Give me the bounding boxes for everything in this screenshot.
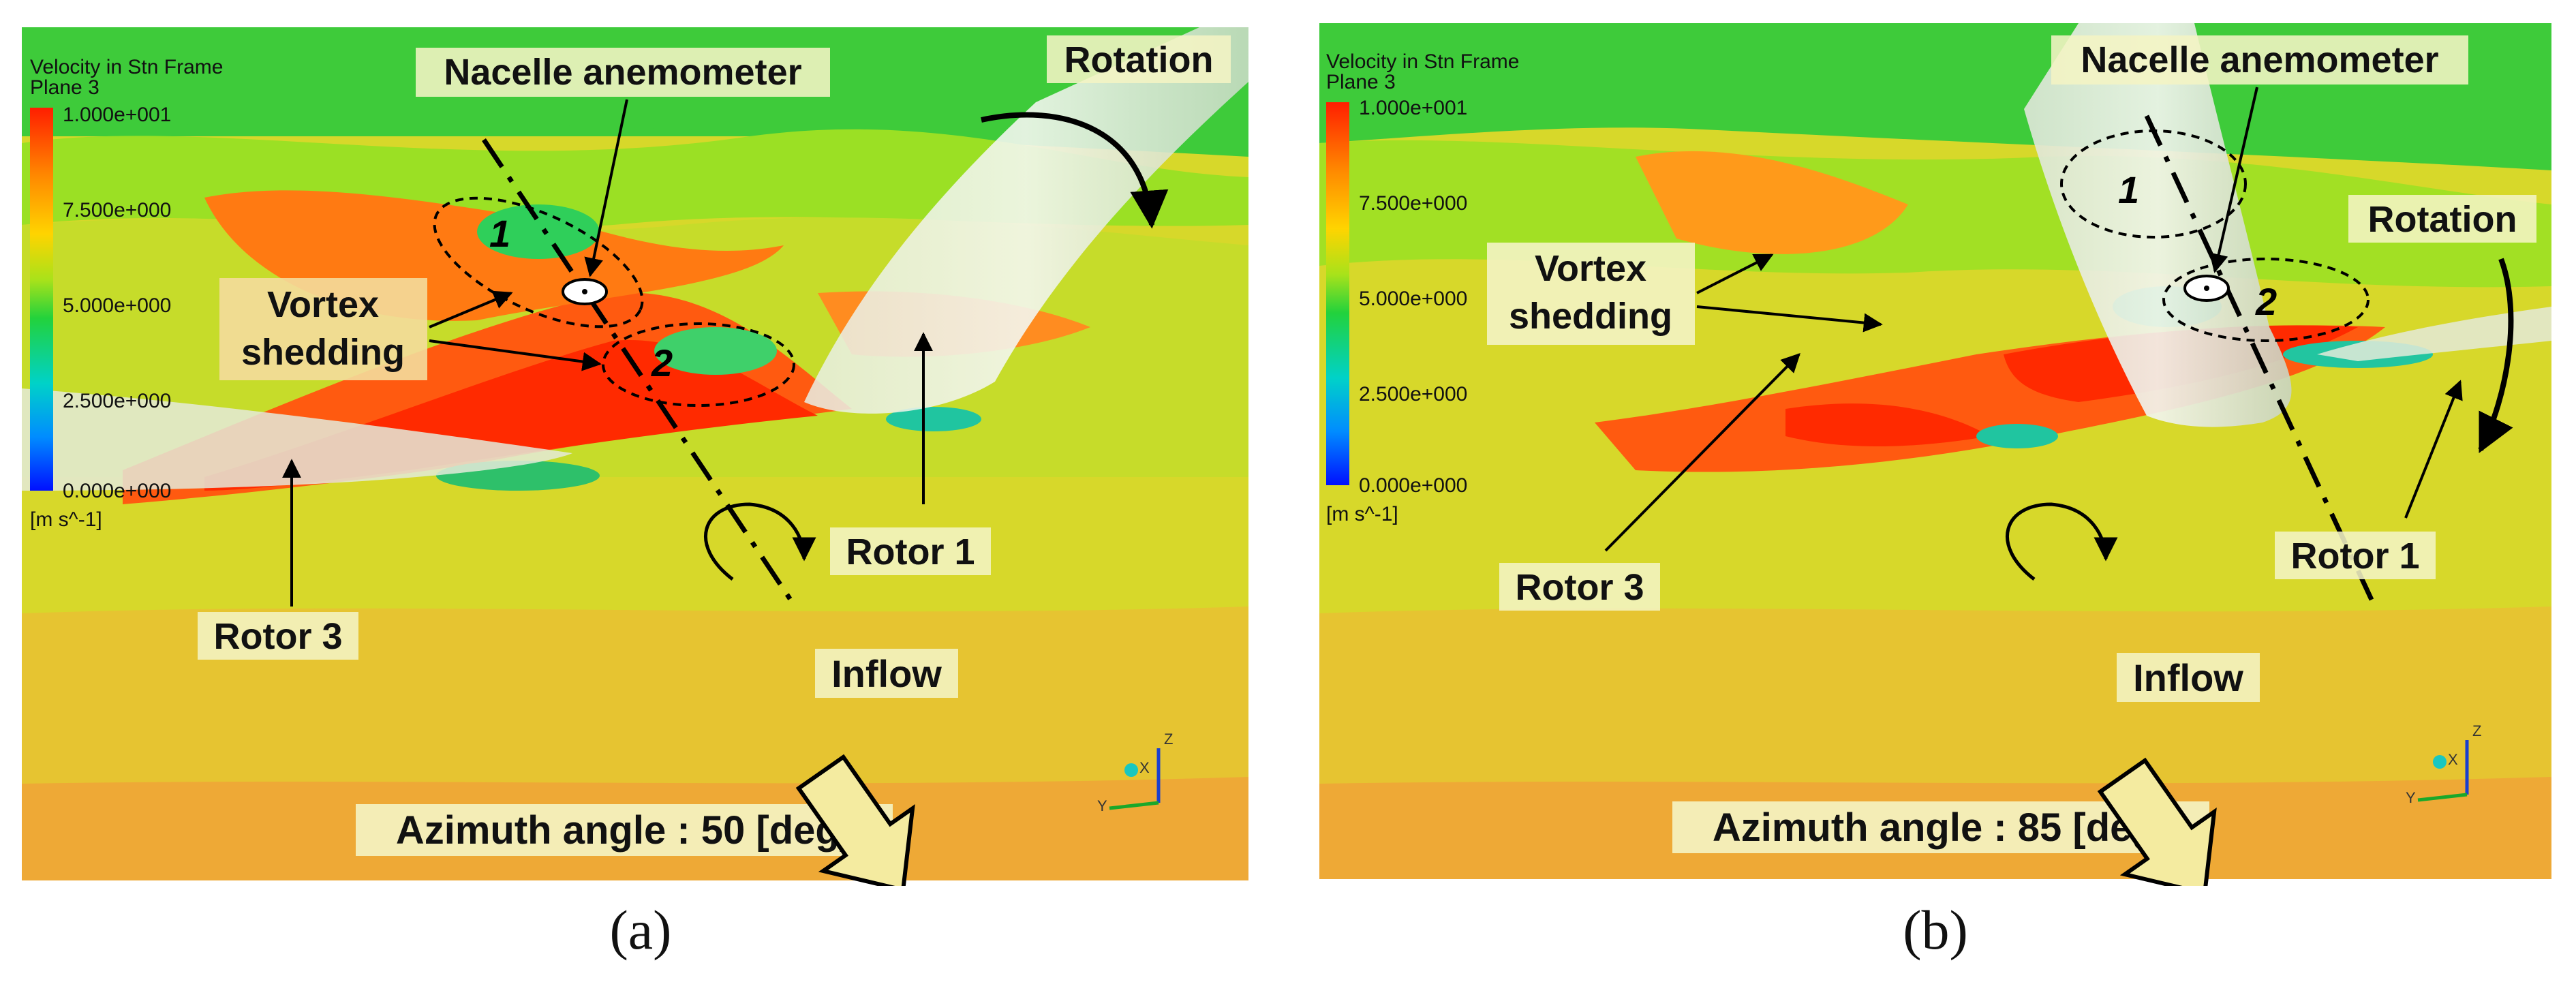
vortex-region-1 [433,196,644,328]
nacelle-anemometer-label: Nacelle anemometer [2081,40,2438,80]
legend-tick: 0.000e+000 [1359,474,1467,497]
vortex-marker-2: 2 [2255,280,2277,323]
azimuth-angle-label: Azimuth angle : 85 [deg] [1713,805,2169,850]
panel-a-figure: Velocity in Stn Frame Plane 3 1.000e+001… [22,27,1248,886]
legend-plane: Plane 3 [30,76,99,99]
rotation-arrow-icon [2478,258,2514,454]
velocity-legend: Velocity in Stn Frame Plane 3 1.000e+001… [30,56,223,531]
vortex-shedding-label: Vortex [267,284,379,325]
vortex-marker-2: 2 [651,341,673,384]
vortex-region-2 [2162,258,2370,342]
vortex-shedding-label: shedding [241,332,405,373]
svg-text:X: X [2448,751,2458,768]
inflow-arrow-icon [795,754,915,886]
legend-tick: 2.500e+000 [63,390,171,412]
legend-tick: 1.000e+001 [63,104,171,126]
svg-text:Z: Z [1164,731,1173,748]
legend-tick: 0.000e+000 [63,480,171,502]
vortex-marker-1: 1 [2118,168,2139,211]
legend-tick: 5.000e+000 [63,294,171,317]
rotation-label: Rotation [1064,40,1214,80]
coordinate-axes-icon: Z X Y [1097,731,1173,814]
vortex-marker-1: 1 [489,212,510,255]
svg-text:Y: Y [2406,789,2416,806]
rotation-label: Rotation [2368,199,2517,240]
velocity-legend: Velocity in Stn Frame Plane 3 1.000e+001… [1326,50,1519,525]
panel-a-caption: (a) [609,899,672,961]
rotor3-label: Rotor 3 [214,616,343,657]
rotor-blades [22,27,1248,491]
legend-unit: [m s^-1] [1326,503,1398,525]
azimuth-angle-label: Azimuth angle : 50 [deg] [396,808,853,853]
legend-colorbar [30,108,53,491]
flow-field [1319,23,2551,879]
legend-tick: 1.000e+001 [1359,97,1467,119]
legend-plane: Plane 3 [1326,71,1396,93]
rotor-axis-line [2144,114,2374,601]
panel-b-caption: (b) [1903,899,1968,961]
rotor3-label: Rotor 3 [1516,567,1644,608]
legend-colorbar [1326,102,1349,485]
rotor-axis-line [482,138,793,601]
svg-text:Z: Z [2472,722,2481,739]
coordinate-axes-icon: Z X Y [2406,722,2481,806]
rotation-arrow-icon [981,112,1169,229]
nacelle-anemometer-label: Nacelle anemometer [444,52,801,93]
rotor-blades [2024,23,2551,427]
legend-tick: 2.500e+000 [1359,383,1467,405]
svg-text:Y: Y [1097,797,1107,814]
vortex-shedding-label: shedding [1509,296,1672,337]
rotor1-label: Rotor 1 [846,532,975,572]
legend-tick: 5.000e+000 [1359,288,1467,310]
rotation-circle-icon [704,502,816,581]
legend-tick: 7.500e+000 [1359,192,1467,215]
panel-b: Velocity in Stn Frame Plane 3 1.000e+001… [1295,0,2576,886]
rotation-circle-icon [2006,502,2118,581]
inflow-label: Inflow [2133,656,2243,699]
panel-b-figure: Velocity in Stn Frame Plane 3 1.000e+001… [1319,23,2551,886]
legend-title: Velocity in Stn Frame [30,56,223,78]
panel-a: Velocity in Stn Frame Plane 3 1.000e+001… [0,0,1281,886]
inflow-arrow-icon [2097,757,2217,886]
inflow-label: Inflow [831,652,942,695]
svg-text:X: X [1139,759,1150,776]
legend-unit: [m s^-1] [30,508,102,531]
rotor1-label: Rotor 1 [2291,536,2420,577]
vortex-region-2 [602,322,795,407]
vortex-region-1 [2060,129,2247,239]
legend-title: Velocity in Stn Frame [1326,50,1519,73]
vortex-shedding-label: Vortex [1535,248,1646,289]
legend-tick: 7.500e+000 [63,199,171,221]
